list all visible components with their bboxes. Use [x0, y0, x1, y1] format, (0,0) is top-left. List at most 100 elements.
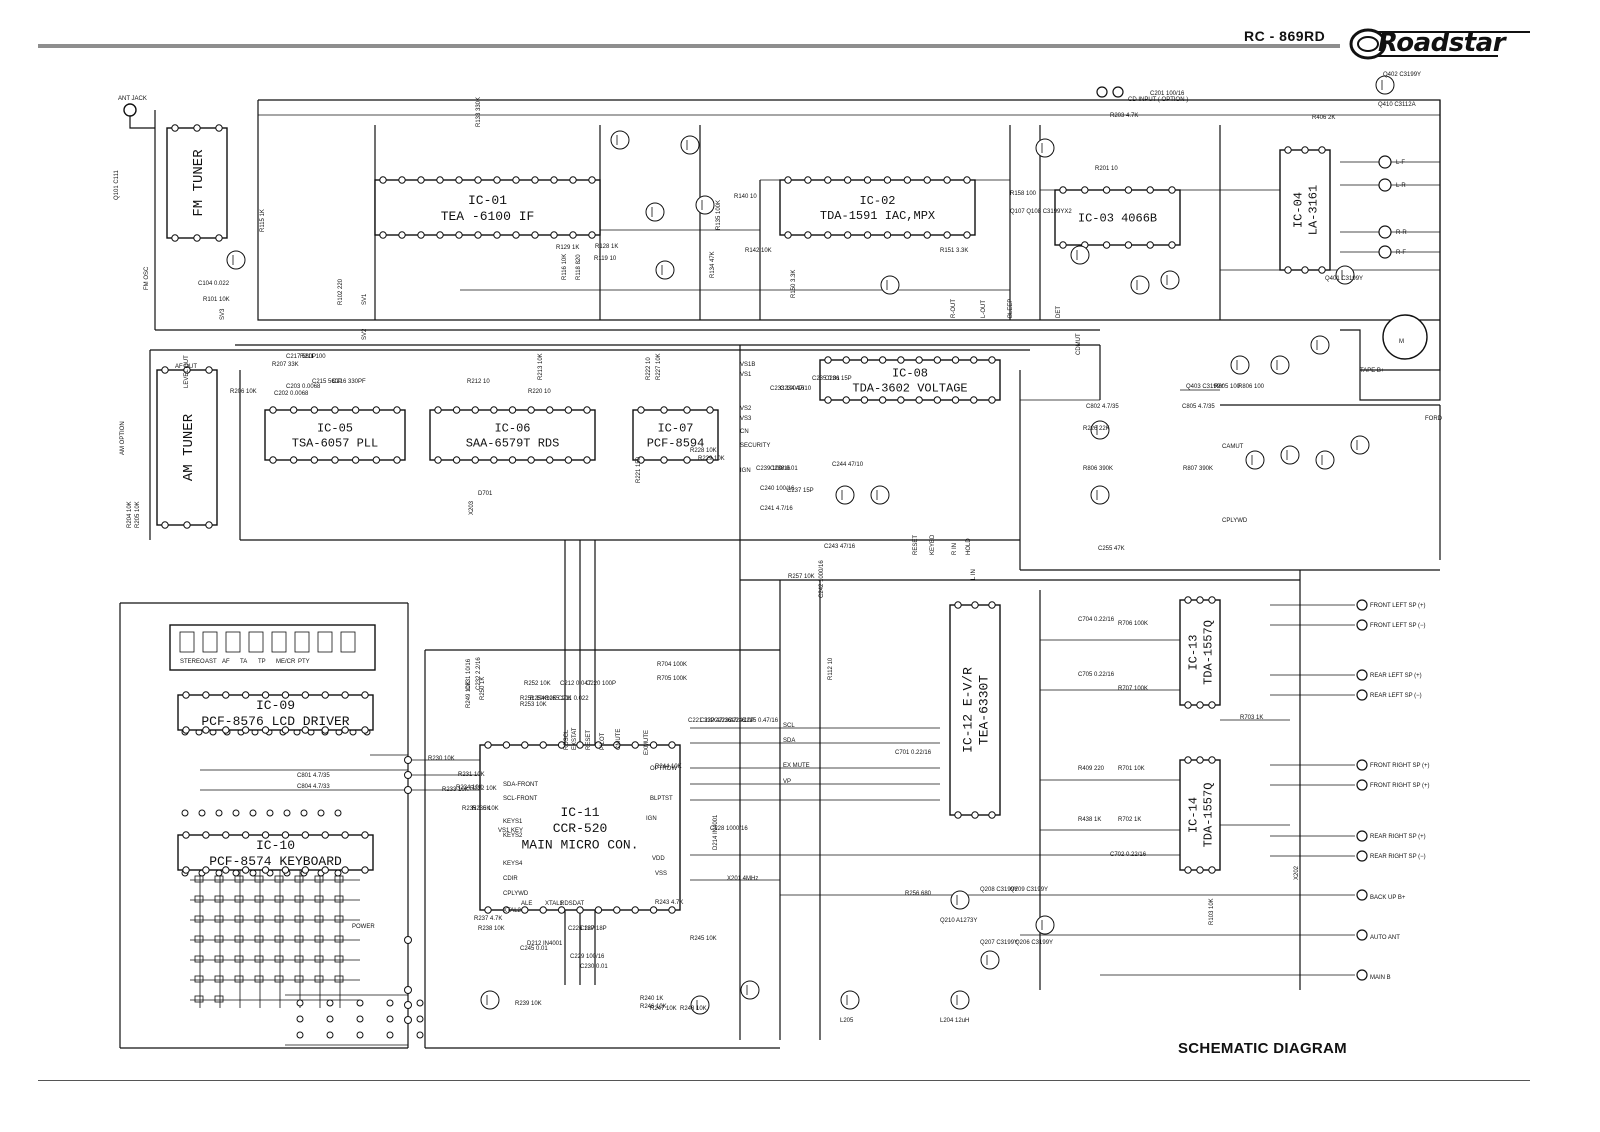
component-label: C104 0.022 [198, 281, 230, 287]
component-label: REAR RIGHT SP (−) [1370, 854, 1426, 860]
component-label: R158 100 [1010, 191, 1037, 197]
component-label: C235 0.01 [812, 376, 840, 382]
component-label: R706 100K [1118, 621, 1148, 627]
component-label: R203 4.7K [1110, 113, 1138, 119]
component-label: VS1B [740, 362, 755, 368]
block-ic13: IC-13TDA-1557Q [1179, 596, 1221, 709]
component-label: R135 100K [716, 200, 722, 230]
component-label: EXSTAT [572, 727, 578, 750]
component-label: R806 390K [1083, 466, 1113, 472]
component-label: Q401 C3199Y [1325, 276, 1363, 282]
component-label: TA [240, 659, 247, 665]
component-label: R229 10K [698, 456, 725, 462]
output-terminal-icon [1356, 779, 1368, 791]
component-label: R112 10 [828, 657, 834, 680]
motor-icon [1382, 314, 1428, 360]
component-label: Q403 C3199Y [1186, 384, 1224, 390]
component-label: ME/CR [276, 659, 296, 665]
component-label: FRONT RIGHT SP (+) [1370, 763, 1430, 769]
block-label-fm: FM TUNER [191, 149, 207, 217]
component-label: C231 10/16 [466, 658, 472, 690]
component-label: C217 560P [286, 354, 316, 360]
component-label: C237 15P [787, 488, 814, 494]
component-label: TP [258, 659, 266, 665]
component-label: X203 [469, 500, 475, 515]
component-label: C202 0.0068 [274, 391, 309, 397]
component-label: ANT JACK [118, 96, 147, 102]
component-label: ALE [521, 901, 532, 907]
component-label: R707 100K [1118, 686, 1148, 692]
component-label: R228 10K [690, 448, 717, 454]
block-label-ic03: IC-03 4066B [1078, 212, 1157, 226]
component-label: R119 10 [594, 256, 617, 262]
transistor-icon [1350, 435, 1370, 455]
transistor-icon [1280, 445, 1300, 465]
component-label: R255 10K [545, 696, 572, 702]
transistor-icon [1130, 275, 1150, 295]
output-terminal-icon [1356, 830, 1368, 842]
transistor-icon [880, 275, 900, 295]
component-label: C215 560P [312, 379, 342, 385]
component-label: RDSDAT [560, 901, 585, 907]
component-label: R236 10K [472, 806, 499, 812]
transistor-icon [610, 130, 630, 150]
component-label: R701 10K [1118, 766, 1145, 772]
component-label: SV3 [220, 308, 226, 320]
component-label: C201 100/16 [1150, 91, 1185, 97]
component-label: C233 100/16 [770, 386, 805, 392]
component-label: R206 10K [230, 389, 257, 395]
component-label: PTY [298, 659, 310, 665]
component-label: REAR RIGHT SP (+) [1370, 834, 1426, 840]
component-label: BLEEP [1008, 299, 1014, 318]
transistor-icon [690, 995, 710, 1015]
component-label: SCL-FRONT [503, 796, 538, 802]
transistor-icon [1335, 265, 1355, 285]
component-label: CDMUT [1076, 333, 1082, 355]
component-label: C227 18P [580, 926, 607, 932]
component-label: R230 10K [428, 756, 455, 762]
component-label: C243 47/16 [824, 544, 856, 550]
bottom-rule [38, 1080, 1530, 1081]
wiring [119, 99, 1441, 1049]
block-label-ic13: IC-13TDA-1557Q [1187, 620, 1216, 685]
component-label: R102 220 [338, 278, 344, 305]
transistor-icon [645, 202, 665, 222]
component-label: C230 0.01 [580, 964, 608, 970]
transistor-icon [1035, 138, 1055, 158]
component-label: VP [783, 779, 791, 785]
lcd-display [169, 624, 376, 671]
component-label: C242 1000/16 [819, 560, 825, 598]
component-label: AM OPTION [120, 421, 126, 455]
component-label: R234 10K [456, 785, 483, 791]
component-label: R226 22K [1083, 426, 1110, 432]
transistor-icon [1160, 270, 1180, 290]
component-label: C238 0.01 [770, 466, 798, 472]
block-label-ic12: IC-12 E-V/RTEA-6330T [960, 667, 991, 753]
component-label: CPLYWD [1222, 518, 1248, 524]
component-label: R222 10 [646, 357, 652, 380]
component-label: X202 [1294, 865, 1300, 880]
component-label: C228 1000/16 [710, 826, 748, 832]
output-terminal-icon [1356, 759, 1368, 771]
component-label: R140 10 [734, 194, 757, 200]
component-label: R129 1K [556, 245, 579, 251]
component-label: Q208 C3199Y [980, 887, 1018, 893]
component-label: SDA-FRONT [503, 782, 538, 788]
component-label: C805 4.7/35 [1182, 404, 1215, 410]
transistor-icon [1375, 75, 1395, 95]
component-label: R703 1K [1240, 715, 1263, 721]
component-label: D701 [478, 491, 493, 497]
component-label: C705 0.22/16 [1078, 672, 1115, 678]
component-label: L205 [840, 1018, 854, 1024]
component-label: R253 10K [520, 702, 547, 708]
component-label: R247 10K [650, 1006, 677, 1012]
component-label: FORD [1425, 416, 1443, 422]
